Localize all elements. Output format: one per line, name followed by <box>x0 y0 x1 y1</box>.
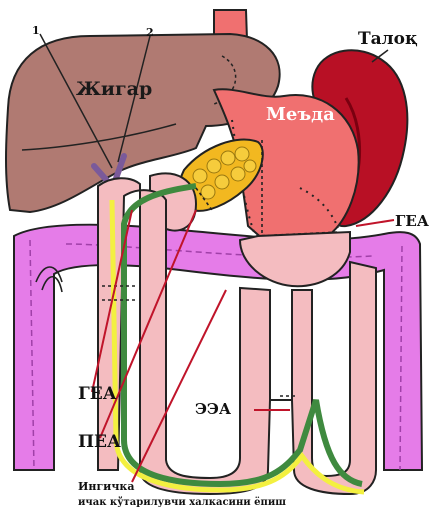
gea-label-left: ГЕА <box>78 384 117 404</box>
marker-2-label: 2 <box>146 26 154 39</box>
marker-1-label: 1 <box>32 24 40 37</box>
gea-label-right: ГЕА <box>395 212 429 230</box>
spleen-label: Талоқ <box>358 29 418 49</box>
caption-line-1: Ингичка <box>78 480 134 493</box>
eea-label: ЭЭА <box>195 400 231 418</box>
liver-label: Жигар <box>76 78 152 100</box>
stomach-label: Меъда <box>266 104 335 125</box>
pea-label: ПЕА <box>78 432 121 452</box>
caption-line-2: ичак кўтарилувчи халкасини ёпиш <box>78 497 286 508</box>
